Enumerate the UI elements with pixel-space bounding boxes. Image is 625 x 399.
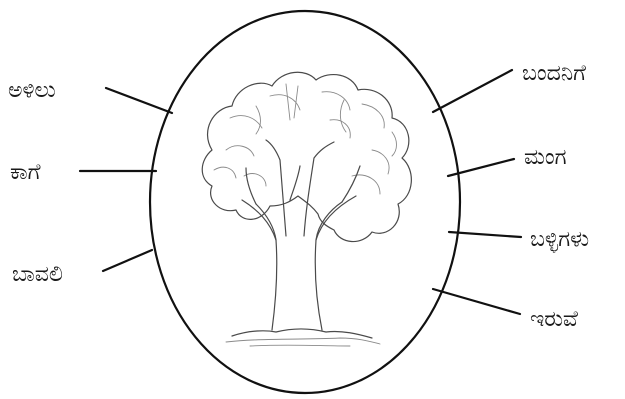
pointer-line-left-top: [106, 88, 172, 113]
pointer-line-right-1: [433, 70, 512, 112]
pointer-line-left-bottom: [103, 250, 152, 271]
pointer-line-right-3: [449, 232, 521, 237]
label-creepers: ಬಳ್ಳಿಗಳು: [530, 227, 589, 254]
label-squirrel: ಅಳಿಲು: [8, 78, 56, 103]
label-bat: ಬಾವಲಿ: [12, 262, 63, 287]
label-bandanige: ಬಂದನಿಗೆ: [522, 61, 586, 86]
label-ant: ಇರುವೆ: [530, 307, 578, 332]
label-monkey: ಮಂಗ: [524, 145, 567, 170]
pointer-line-right-4: [433, 289, 520, 314]
label-crow: ಕಾಗೆ: [10, 160, 41, 185]
